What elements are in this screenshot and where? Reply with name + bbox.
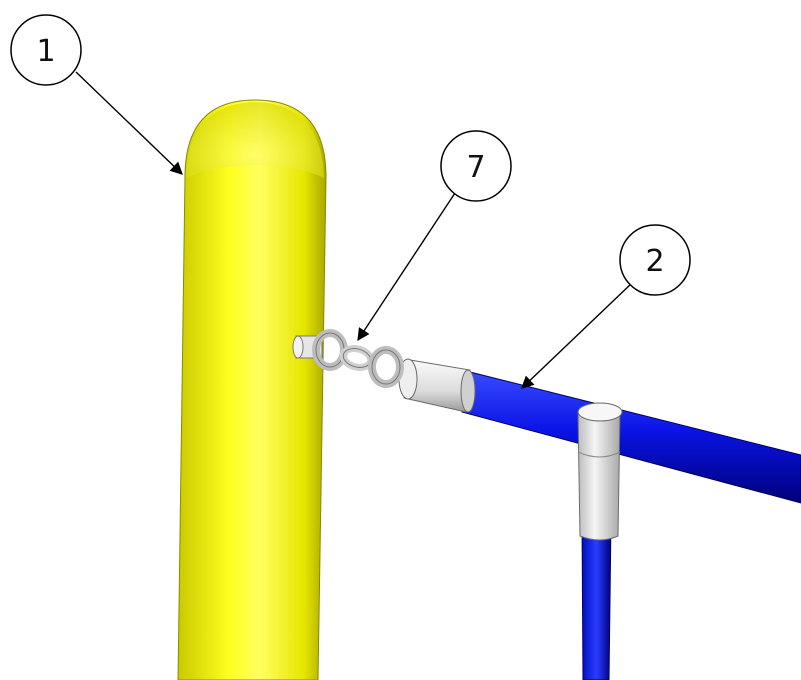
yellow-post: [177, 99, 327, 680]
callout-1: 1: [10, 14, 183, 175]
tee-fitting: [577, 402, 623, 541]
pipe-end-fitting: [398, 358, 476, 413]
horizontal-blue-pipe: [461, 369, 801, 504]
callout-2: 2: [521, 224, 691, 389]
callout-7-label: 7: [466, 150, 485, 185]
vertical-blue-pipe: [581, 519, 612, 680]
callout-7: 7: [357, 130, 512, 342]
chain-link-assembly: [292, 329, 404, 388]
leader-line-2: [521, 282, 633, 389]
leader-line-7: [357, 192, 456, 342]
callout-1-circle: [10, 14, 82, 86]
callout-2-label: 2: [645, 244, 664, 279]
callout-7-circle: [440, 130, 512, 202]
callout-1-label: 1: [36, 34, 55, 69]
leader-line-1: [75, 71, 183, 175]
callout-2-circle: [619, 224, 691, 296]
